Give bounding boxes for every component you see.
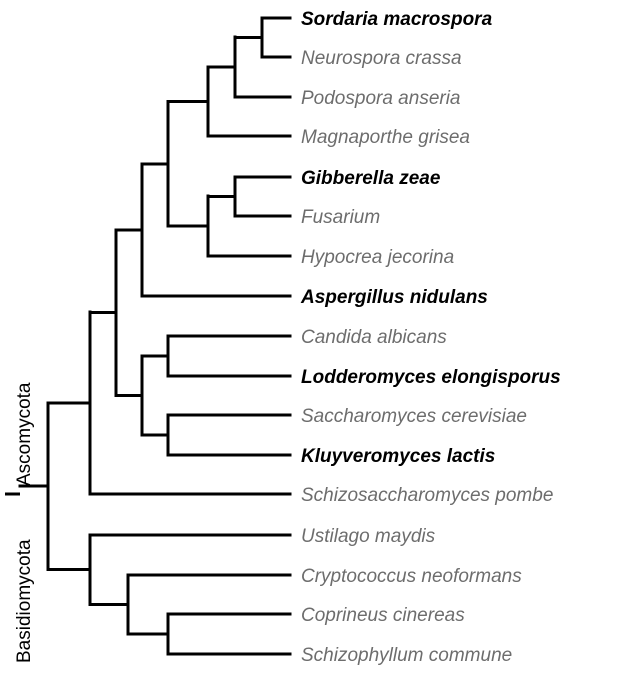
- taxon-label: Gibberella zeae: [301, 168, 441, 189]
- taxon-label: Candida albicans: [301, 327, 447, 348]
- taxon-label: Magnaporthe grisea: [301, 127, 470, 148]
- taxon-label: Fusarium: [301, 207, 380, 228]
- basidiomycota-label: Basidiomycota: [14, 539, 35, 663]
- taxon-label: Coprineus cinereas: [301, 605, 465, 626]
- taxon-label: Neurospora crassa: [301, 48, 462, 69]
- taxon-label: Cryptococcus neoformans: [301, 566, 522, 587]
- taxon-label: Saccharomyces cerevisiae: [301, 406, 527, 427]
- taxon-label: Sordaria macrospora: [301, 9, 493, 30]
- taxon-label: Podospora anseria: [301, 88, 461, 109]
- ascomycota-label: Ascomycota: [14, 382, 35, 486]
- taxon-label: Hypocrea jecorina: [301, 247, 454, 268]
- taxon-label: Schizosaccharomyces pombe: [301, 485, 553, 506]
- tree-branches: [18, 16, 292, 656]
- taxon-label: Lodderomyces elongisporus: [301, 367, 561, 388]
- taxon-label: Schizophyllum commune: [301, 645, 512, 666]
- taxon-label: Kluyveromyces lactis: [301, 446, 495, 467]
- taxon-label: Aspergillus nidulans: [300, 287, 488, 308]
- taxon-label: Ustilago maydis: [301, 526, 436, 547]
